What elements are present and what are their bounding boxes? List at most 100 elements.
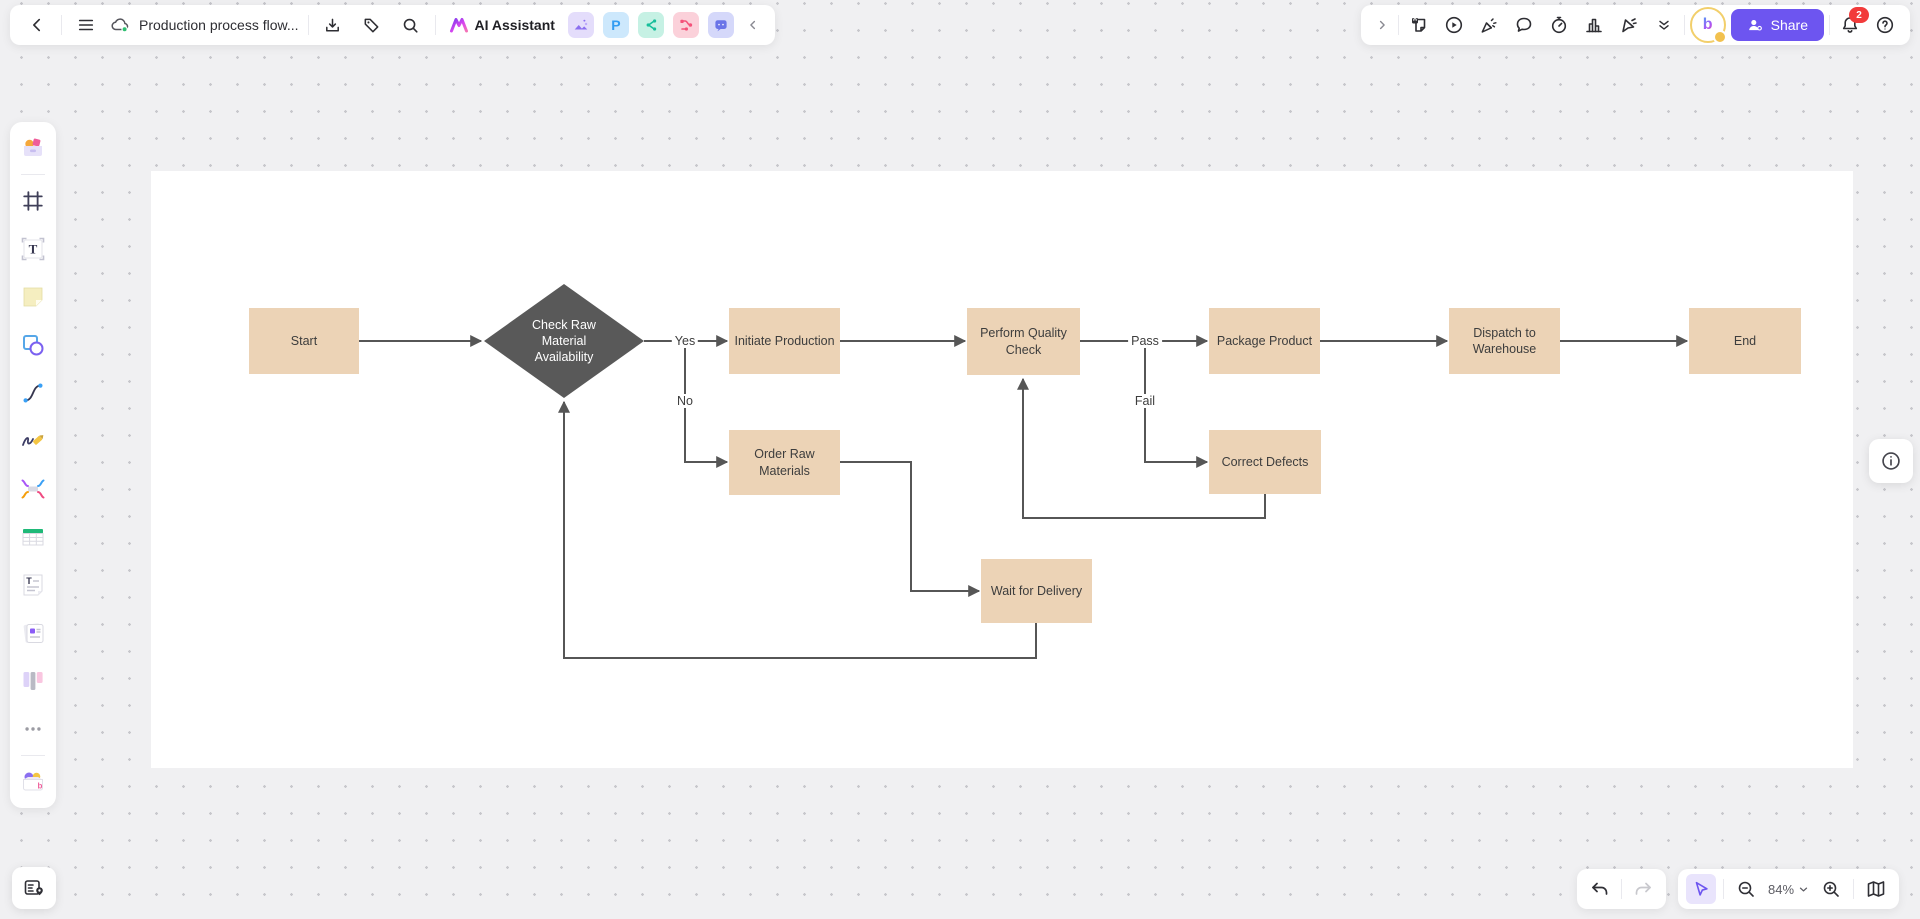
document-title[interactable]: Production process flow... [139,17,299,33]
flow-node-wait-for-delivery[interactable]: Wait for Delivery [981,559,1092,623]
ai-chat-button[interactable] [707,12,734,38]
shape-tool-button[interactable] [19,331,47,359]
frame-tool-button[interactable] [19,187,47,215]
share-button[interactable]: Share [1730,9,1824,41]
edge-quality-correct-fail[interactable] [1144,341,1209,468]
zoom-in-button[interactable] [1816,874,1846,904]
ai-mindmap-button[interactable] [672,12,699,38]
collapse-toolbar-button[interactable] [743,10,763,40]
edge-correct-quality-loop[interactable] [1017,377,1266,519]
flow-node-initiate-production[interactable]: Initiate Production [729,308,840,374]
menu-button[interactable] [71,10,101,40]
ai-image-button[interactable] [567,12,594,38]
expand-toolbar-button[interactable] [1371,10,1393,40]
node-label: Perform Quality Check [980,326,1067,357]
tag-button[interactable] [357,10,387,40]
chevron-right-icon [1379,20,1385,30]
frame-icon [23,191,43,211]
document-tool-button[interactable]: T [19,571,47,599]
sticky-note-tool-button[interactable] [19,283,47,311]
redo-button[interactable] [1628,874,1658,904]
edge-label-pass[interactable]: Pass [1128,334,1162,348]
celebrate-button[interactable] [1474,10,1504,40]
flow-node-start[interactable]: Start [249,308,359,374]
flow-node-perform-quality-check[interactable]: Perform Quality Check [967,308,1080,375]
flow-node-end[interactable]: End [1689,308,1801,374]
undo-redo-bar [1577,869,1666,909]
avatar-status-badge [1712,30,1727,44]
document-icon: T [23,574,43,596]
divider [1853,879,1855,899]
flow-node-correct-defects[interactable]: Correct Defects [1209,430,1321,494]
undo-button[interactable] [1585,874,1615,904]
text-tool-button[interactable]: T [19,235,47,263]
double-chevron-down-icon [1658,20,1669,30]
node-label: Start [290,333,318,348]
help-icon [1876,16,1894,34]
more-tools-button[interactable] [1649,10,1679,40]
edge-label-fail[interactable]: Fail [1131,394,1159,408]
table-tool-button[interactable] [19,523,47,551]
user-avatar[interactable]: b [1689,7,1727,44]
node-label: Package Product [1216,333,1313,348]
connector-icon [23,383,43,403]
edge-order-wait[interactable] [840,461,981,597]
ai-diagram-button[interactable] [637,12,664,38]
zoom-level-dropdown[interactable]: 84% [1768,882,1809,897]
cursor-icon [1695,881,1708,896]
whiteboard-canvas[interactable] [151,171,1853,768]
divider [1683,15,1685,35]
laser-pointer-button[interactable] [1614,10,1644,40]
help-button[interactable] [1870,10,1900,40]
zoom-out-button[interactable] [1731,874,1761,904]
comment-button[interactable] [1509,10,1539,40]
info-panel-button[interactable] [1869,439,1913,483]
present-play-button[interactable] [1439,10,1469,40]
chevron-left-icon [750,20,756,30]
svg-text:T: T [26,576,32,586]
pen-tool-button[interactable] [19,427,47,455]
poll-button[interactable] [1579,10,1609,40]
more-tools-button[interactable] [19,715,47,743]
tools-sidebar: T T b [10,122,56,808]
edge-label-no[interactable]: No [674,394,696,408]
apps-box-button[interactable]: b [19,768,47,796]
zoom-level-value: 84% [1768,881,1795,897]
edge-check-order-no[interactable] [684,341,729,468]
flow-node-package-product[interactable]: Package Product [1209,308,1320,374]
edge-label-yes[interactable]: Yes [671,334,699,348]
cloud-sync-icon [110,15,130,35]
info-icon [1882,452,1900,470]
mindmap-tool-button[interactable] [19,475,47,503]
connector-tool-button[interactable] [19,379,47,407]
timer-icon [1551,16,1566,34]
zoom-in-icon [1823,881,1839,897]
shapes-icon [23,335,44,356]
edge-wait-check-loop[interactable] [558,400,1037,659]
minimap-button[interactable] [1861,874,1891,904]
board-map-button[interactable] [12,867,56,909]
search-button[interactable] [396,10,426,40]
templates-icon [24,138,42,156]
ai-chat-icon [715,20,727,32]
notifications-button[interactable]: 2 [1835,7,1869,40]
flow-node-dispatch-warehouse[interactable]: Dispatch to Warehouse [1449,308,1560,374]
zoom-out-icon [1738,881,1754,897]
templates-tool-button[interactable] [19,134,47,162]
kanban-tool-button[interactable] [19,667,47,695]
select-cursor-button[interactable] [1686,874,1716,904]
timer-button[interactable] [1544,10,1574,40]
kanban-icon [23,672,43,690]
flow-node-order-raw-materials[interactable]: Order Raw Materials [729,430,840,495]
sticky-note-tool-button[interactable] [1404,10,1434,40]
back-button[interactable] [22,10,52,40]
export-button[interactable] [318,10,348,40]
ai-presentation-button[interactable]: P [602,12,629,38]
minimap-icon [1867,881,1885,897]
mindmap-icon [21,479,45,499]
ai-assistant-button[interactable]: AI Assistant [445,10,559,40]
slides-tool-button[interactable] [19,619,47,647]
divider [21,174,45,175]
svg-text:T: T [29,242,38,257]
